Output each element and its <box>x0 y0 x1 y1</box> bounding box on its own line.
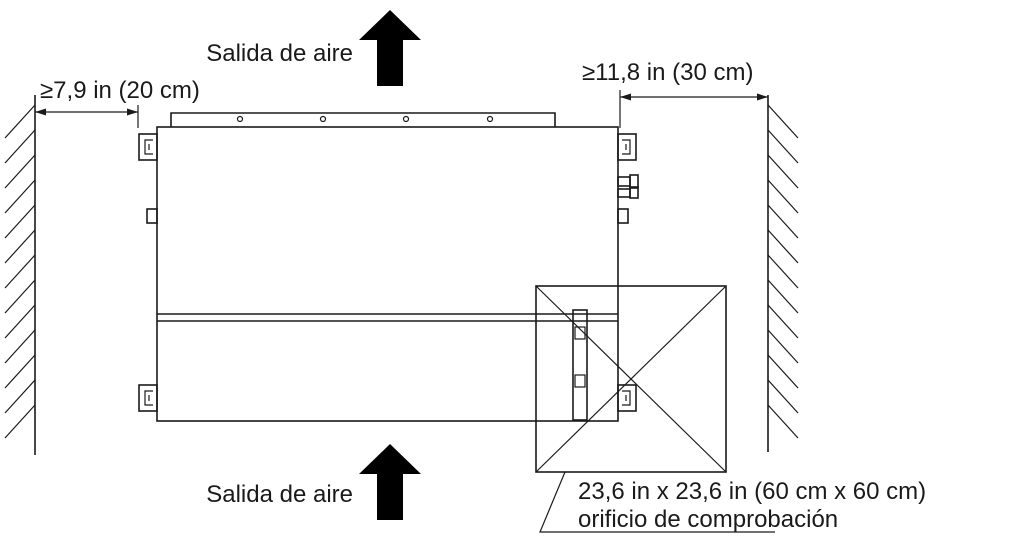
label-left-clearance: ≥7,9 in (20 cm) <box>40 77 200 104</box>
label-air-outlet-bottom: Salida de aire <box>206 481 353 508</box>
side-knob-left <box>146 208 158 224</box>
airflow-up-arrow-bottom <box>359 444 421 520</box>
airflow-up-arrow-top <box>359 10 421 86</box>
mounting-screw <box>486 115 494 123</box>
indoor-unit <box>138 112 639 422</box>
label-right-clearance: ≥11,8 in (30 cm) <box>582 59 753 86</box>
left-wall <box>4 95 36 455</box>
control-box <box>572 309 588 421</box>
hanger-bracket-top-left <box>138 133 158 161</box>
mounting-screw <box>319 115 327 123</box>
mounting-screw <box>236 115 244 123</box>
label-air-outlet-top: Salida de aire <box>206 40 353 67</box>
hanger-bracket-bottom-left <box>138 384 158 412</box>
mounting-screw <box>402 115 410 123</box>
leader-line <box>539 471 775 533</box>
label-access-name: orificio de comprobación <box>578 506 838 533</box>
right-clearance-dimension <box>619 90 768 128</box>
inspection-opening <box>535 285 727 473</box>
right-wall <box>767 95 799 452</box>
pipe-connections <box>617 174 639 199</box>
label-access-size: 23,6 in x 23,6 in (60 cm x 60 cm) <box>578 478 926 505</box>
hanger-bracket-top-right <box>617 133 637 161</box>
hanger-bracket-bottom-right <box>617 384 637 412</box>
side-knob-right <box>617 208 629 224</box>
left-clearance-dimension <box>35 105 139 128</box>
